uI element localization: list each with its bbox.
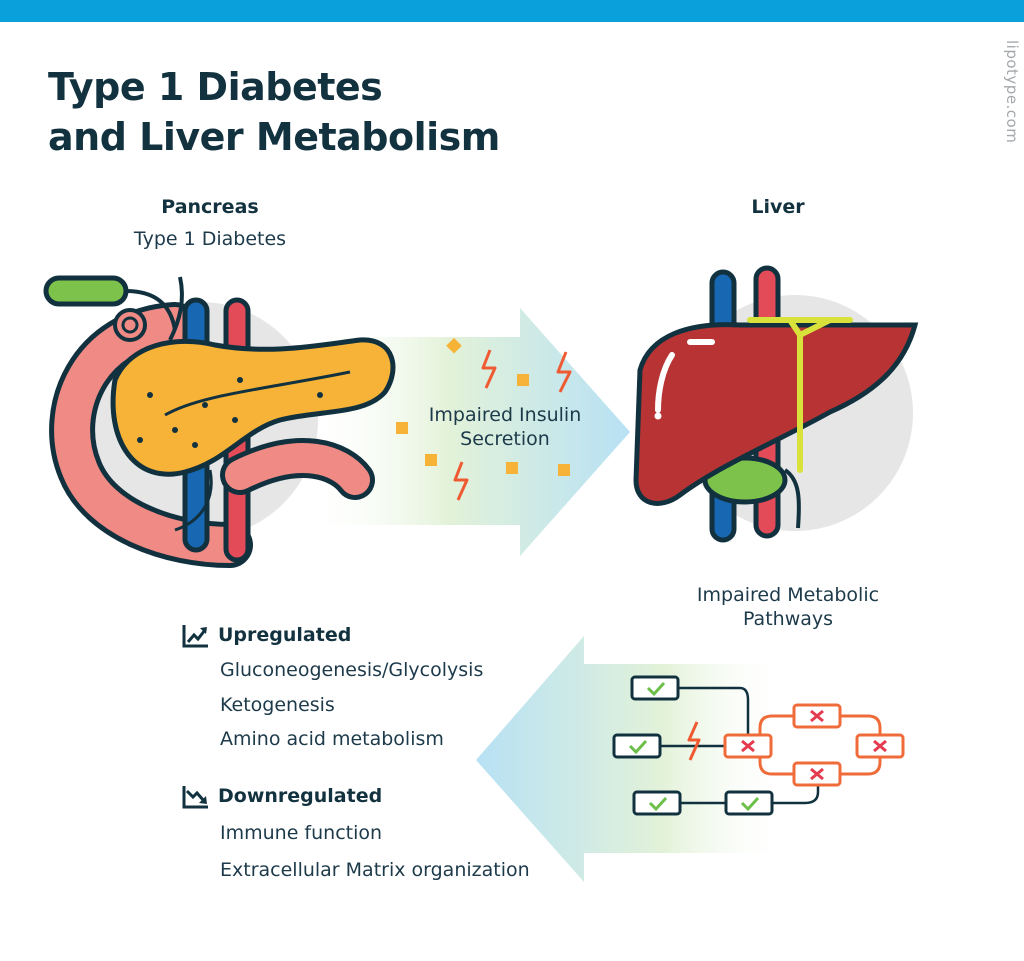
blocked-node	[723, 733, 773, 759]
check-node	[724, 790, 774, 816]
check-node	[630, 675, 680, 701]
upregulated-item: Gluconeogenesis/Glycolysis	[220, 659, 484, 681]
insulin-caption-line-1: Impaired Insulin	[428, 404, 582, 426]
insulin-particles	[396, 337, 570, 476]
pancreas-sublabel: Type 1 Diabetes	[133, 228, 287, 250]
upregulated-item: Ketogenesis	[220, 694, 335, 716]
title-line-1: Type 1 Diabetes	[48, 65, 383, 109]
liver-label: Liver	[751, 196, 805, 218]
insulin-caption-line-2: Secretion	[460, 428, 550, 450]
metabolic-caption-line-2: Pathways	[742, 608, 834, 630]
upregulated-item: Amino acid metabolism	[220, 728, 444, 750]
top-brand-bar	[0, 0, 1024, 22]
trend-down-icon	[182, 786, 208, 809]
upregulated-heading: Upregulated	[182, 622, 351, 648]
metabolic-arrow	[476, 636, 790, 882]
watermark: lipotype.com	[1003, 40, 1021, 144]
metabolic-caption-line-1: Impaired Metabolic	[696, 584, 880, 606]
check-node	[632, 790, 682, 816]
downregulated-item: Immune function	[220, 822, 383, 844]
lightning-icons	[453, 349, 572, 501]
upregulated-title: Upregulated	[218, 624, 352, 646]
downregulated-title: Downregulated	[218, 785, 383, 807]
page-title: Type 1 Diabetes and Liver Metabolism	[48, 62, 500, 162]
pancreas-illustration	[43, 275, 396, 568]
downregulated-item: Extracellular Matrix organization	[220, 859, 530, 881]
liver-illustration	[633, 265, 919, 543]
blocked-node	[792, 703, 842, 729]
check-node	[612, 733, 662, 759]
trend-up-icon	[182, 625, 208, 648]
downregulated-heading: Downregulated	[182, 783, 382, 809]
pathway-network	[612, 675, 905, 816]
title-line-2: and Liver Metabolism	[48, 115, 500, 159]
blocked-node	[855, 733, 905, 759]
pancreas-label: Pancreas	[161, 196, 259, 218]
blocked-node	[792, 761, 842, 787]
